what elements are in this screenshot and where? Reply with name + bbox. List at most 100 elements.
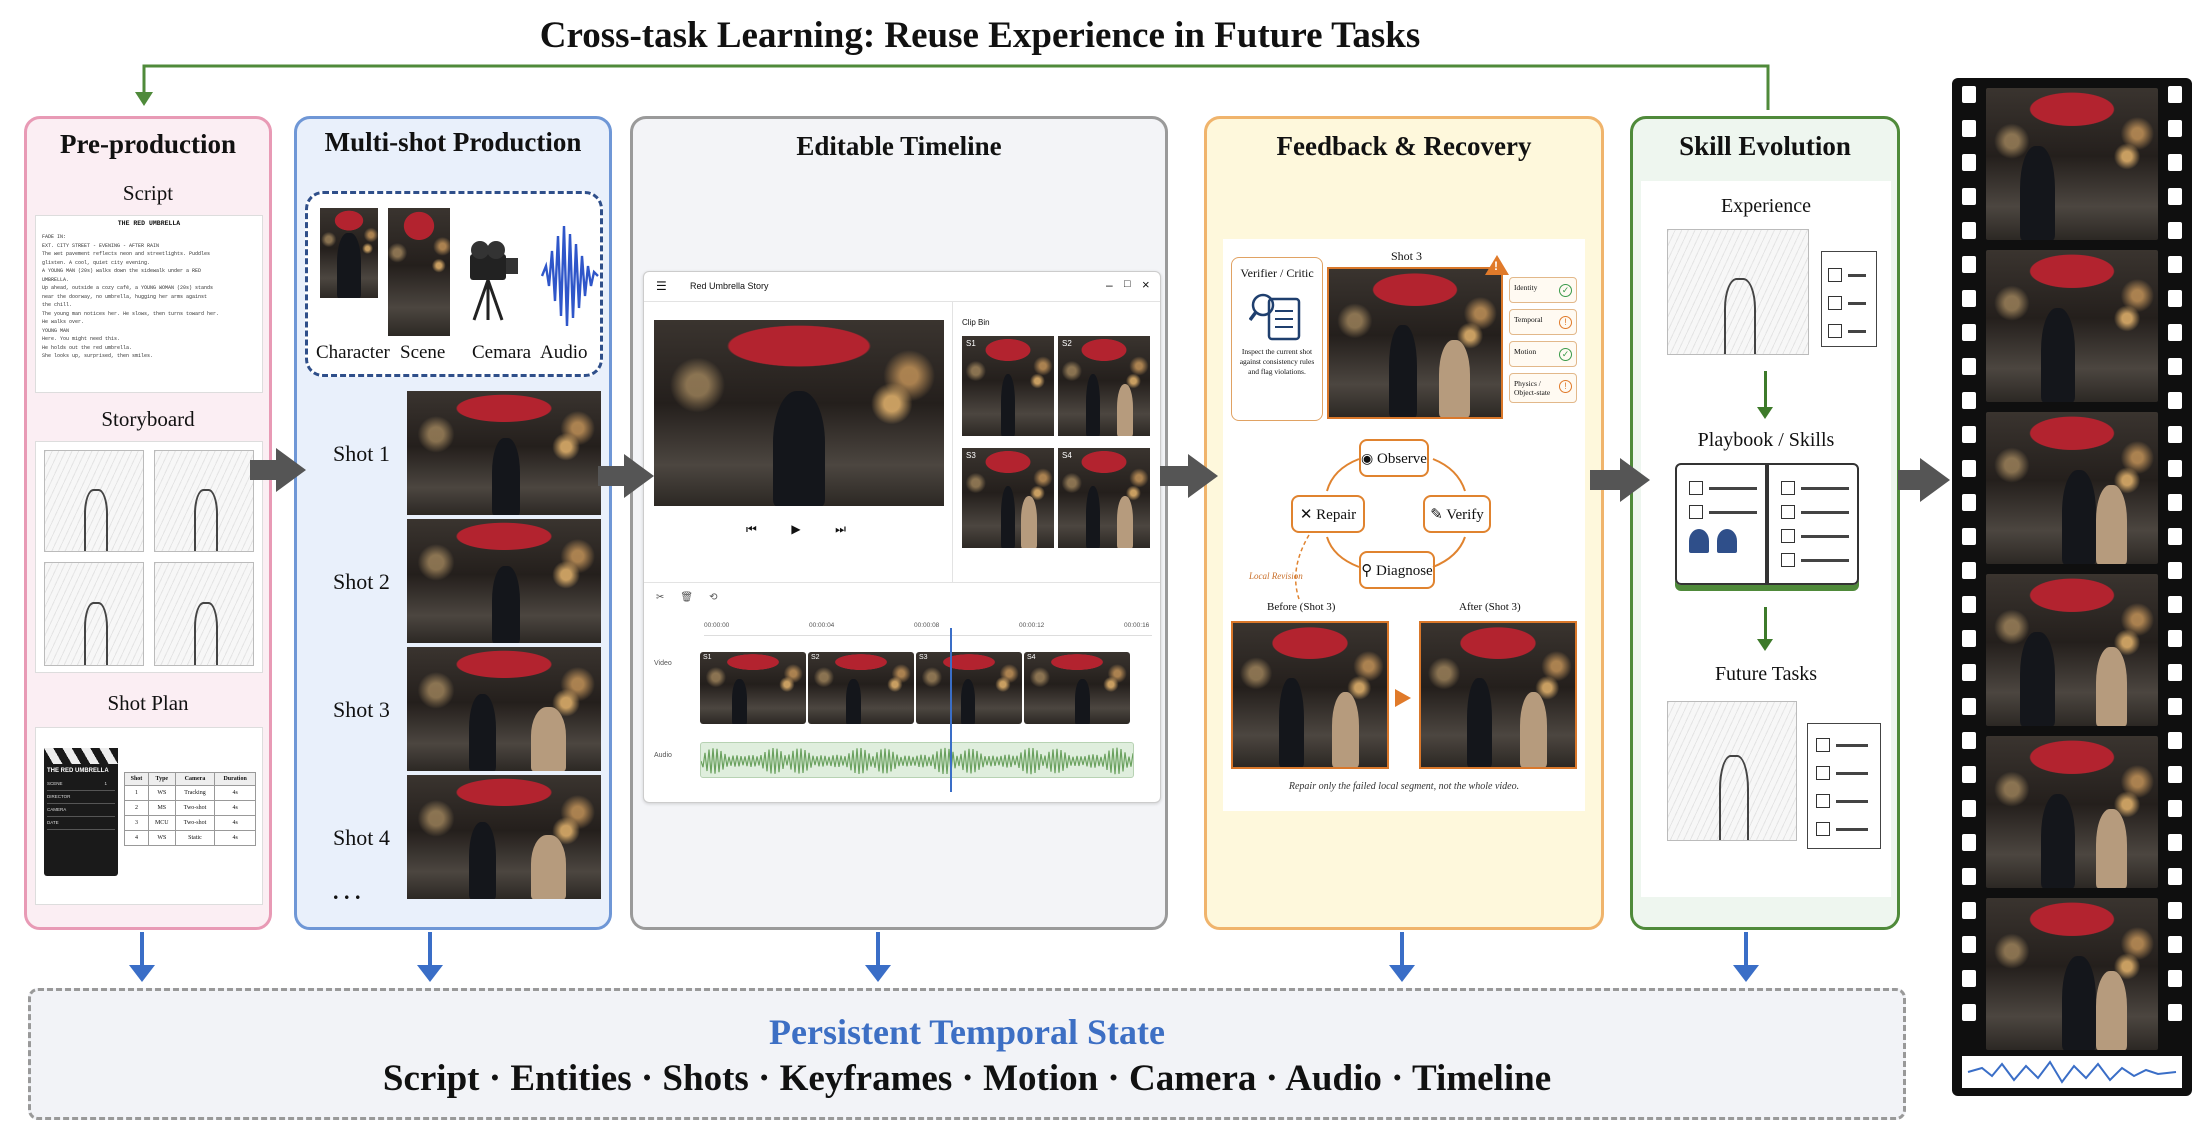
table-cell: 4s	[214, 815, 256, 831]
script-line: She looks up, surprised, then smiles.	[42, 353, 154, 359]
figure	[2020, 145, 2055, 240]
clip-bin-thumb[interactable]: S4	[1058, 448, 1150, 548]
figure	[1116, 496, 1134, 548]
cross-task-loop-arrow	[135, 64, 1770, 110]
storyboard-frame	[44, 562, 144, 666]
shot3-label: Shot 3	[1391, 249, 1423, 263]
local-revision-label: Local Revision	[1249, 571, 1303, 581]
table-cell: MCU	[147, 815, 176, 831]
timeline-panel: Editable Timeline ☰ Red Umbrella Story –…	[630, 116, 1168, 930]
asset-label: Cemara	[472, 342, 532, 363]
figure	[960, 679, 976, 724]
storyboard-frame	[154, 562, 254, 666]
ruler-tick: 00:00:12	[1019, 622, 1045, 629]
clip-bin-thumb[interactable]: S2	[1058, 336, 1150, 436]
audio-track-label: Audio	[654, 752, 672, 759]
film-sprocket	[1962, 936, 1976, 953]
window-title: Red Umbrella Story	[690, 281, 769, 291]
ruler-tick: 00:00:16	[1124, 622, 1150, 629]
film-sprocket	[2168, 460, 2182, 477]
feedback-card: Verifier / Critic Inspect the current sh…	[1223, 239, 1585, 811]
film-sprocket	[2168, 902, 2182, 919]
clip-bin-thumb[interactable]: S1	[962, 336, 1054, 436]
timeline-clip[interactable]: S2	[808, 652, 914, 724]
clipboard-magnifier-icon	[1248, 289, 1305, 343]
playhead[interactable]	[950, 628, 952, 792]
clip-bin-thumb[interactable]: S3	[962, 448, 1054, 548]
film-sprocket	[1962, 256, 1976, 273]
clapper-row: DIRECTOR	[47, 791, 115, 804]
figure	[492, 438, 520, 515]
film-audio-wave-icon	[1967, 1060, 2177, 1084]
skip-forward-button[interactable]: ⏭	[835, 522, 846, 536]
check-ok-icon: ✓	[1559, 284, 1572, 297]
film-sprocket	[2168, 766, 2182, 783]
clapper-scene-value: 1	[104, 781, 107, 786]
timeline-clip-label: S1	[703, 654, 712, 661]
down-arrow-icon	[1733, 932, 1759, 982]
film-frame	[1986, 88, 2158, 240]
maximize-button[interactable]: □	[1124, 278, 1131, 290]
film-sprocket	[2168, 936, 2182, 953]
menu-icon[interactable]: ☰	[656, 279, 667, 293]
persistent-state-title: Persistent Temporal State	[769, 1012, 1165, 1052]
skip-back-button[interactable]: ⏮	[746, 522, 757, 536]
film-sprocket	[1962, 698, 1976, 715]
flow-arrow-right-icon	[624, 454, 654, 498]
experience-label: Experience	[1721, 195, 1811, 217]
minimize-button[interactable]: –	[1106, 278, 1113, 292]
film-sprocket	[1962, 358, 1976, 375]
output-filmstrip	[1952, 78, 2192, 1096]
film-sprocket	[1962, 324, 1976, 341]
script-line: UMBRELLA.	[42, 276, 70, 283]
check-ok-icon: ✓	[1559, 348, 1572, 361]
preproduction-title: Pre-production	[59, 129, 236, 159]
experience-sketch	[1667, 229, 1809, 355]
cut-tool-icon[interactable]: ✂	[656, 592, 665, 603]
figure	[2061, 469, 2097, 564]
delete-tool-icon[interactable]: 🗑	[680, 592, 694, 603]
ruler-tick: 00:00:04	[809, 622, 835, 629]
close-button[interactable]: ×	[1142, 277, 1150, 292]
timeline-clip[interactable]: S4	[1024, 652, 1130, 724]
film-sprocket	[1962, 664, 1976, 681]
play-button[interactable]: ▶	[791, 522, 801, 536]
script-line: He holds out the red umbrella.	[42, 344, 133, 351]
film-sprocket	[1962, 392, 1976, 409]
film-sprocket	[1962, 86, 1976, 103]
storyboard-grid	[35, 441, 263, 673]
film-frame	[1986, 412, 2158, 564]
timeline-clip[interactable]: S1	[700, 652, 806, 724]
timeline-clip-label: S3	[919, 654, 928, 661]
flow-arrow-shaft	[598, 466, 626, 486]
multishot-title: Multi-shot Production	[324, 127, 582, 157]
check-label: Motion	[1514, 347, 1537, 356]
skill-panel: Skill Evolution Experience Playbook / Sk…	[1630, 116, 1900, 930]
after-label: After (Shot 3)	[1459, 601, 1521, 613]
cycle-observe: ◉ Observe	[1359, 439, 1429, 477]
film-sprocket	[1962, 732, 1976, 749]
script-line: FADE IN:	[42, 234, 67, 240]
film-sprocket	[1962, 426, 1976, 443]
storyboard-frame	[44, 450, 144, 552]
film-sprocket	[1962, 154, 1976, 171]
script-line: glisten. A cool, quiet city evening.	[42, 259, 151, 266]
timeline-clip[interactable]: S3	[916, 652, 1022, 724]
table-cell: 4s	[214, 830, 256, 846]
shot-label: Shot 2	[333, 569, 390, 594]
repair-caption: Repair only the failed local segment, no…	[1288, 781, 1520, 792]
figure	[531, 706, 567, 771]
ruler-tick: 00:00:08	[914, 622, 940, 629]
flow-arrow-shaft	[250, 460, 278, 480]
crop-tool-icon[interactable]: ⟲	[709, 592, 718, 603]
film-sprocket	[1962, 902, 1976, 919]
flow-arrow-shaft	[1160, 466, 1190, 486]
film-sprocket	[1962, 766, 1976, 783]
clip-bin-label: S4	[1062, 451, 1072, 460]
film-sprocket	[2168, 120, 2182, 137]
